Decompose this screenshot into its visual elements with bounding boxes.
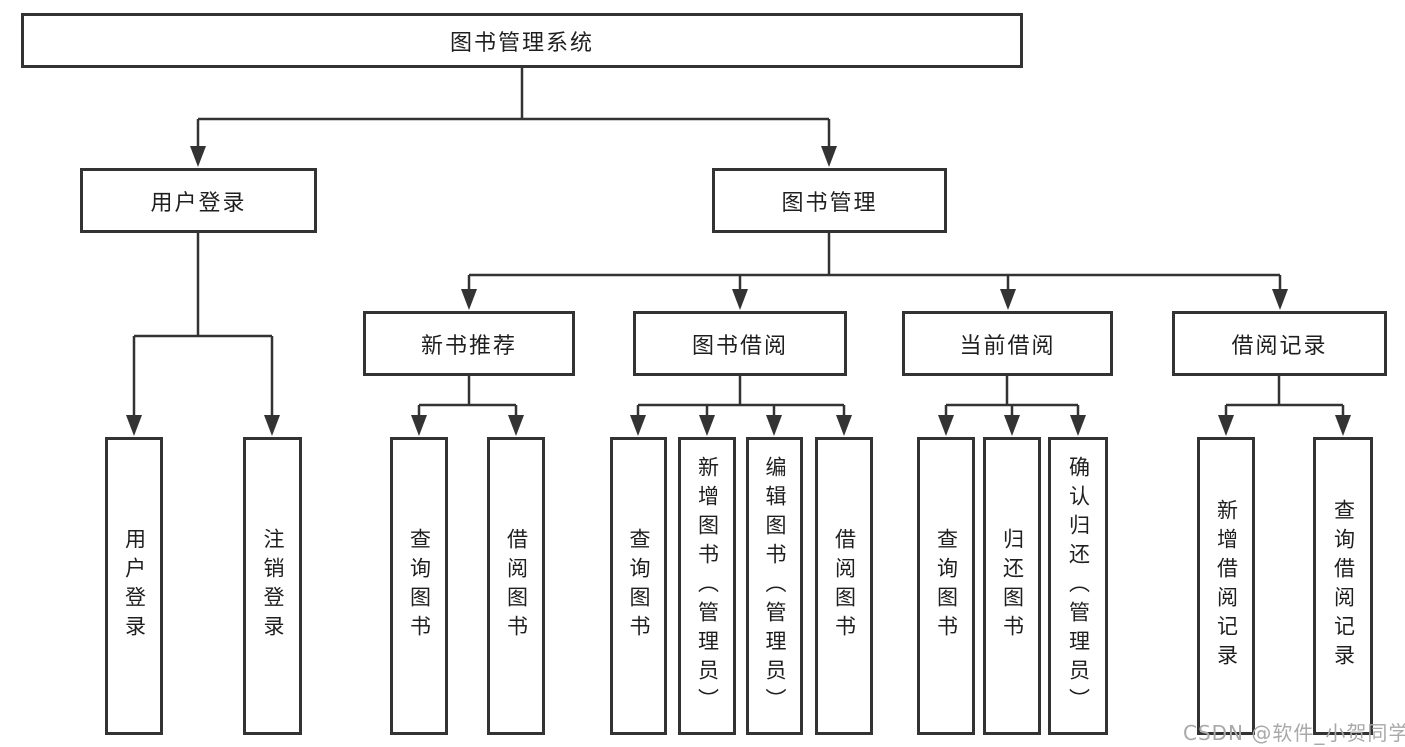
node-label: 查询图书 <box>934 528 959 644</box>
node-label: 归还图书 <box>1000 528 1025 644</box>
node-label: 借阅图书 <box>832 528 857 644</box>
node-return-books: 归还图书 <box>983 437 1041 735</box>
node-confirm-return-admin: 确认归还（管理员） <box>1048 437 1108 735</box>
node-add-books-admin: 新增图书（管理员） <box>678 437 736 735</box>
node-add-borrow-record: 新增借阅记录 <box>1197 437 1255 735</box>
node-query-borrow-record: 查询借阅记录 <box>1313 437 1373 735</box>
node-label: 查询借阅记录 <box>1331 499 1356 673</box>
node-edit-books-admin: 编辑图书（管理员） <box>746 437 803 735</box>
connector-current-to-children <box>944 376 1080 419</box>
node-borrow-records: 借阅记录 <box>1172 311 1387 376</box>
node-label: 新增图书（管理员） <box>695 455 720 717</box>
node-label: 新增借阅记录 <box>1214 499 1239 673</box>
node-borrow-books-leaf: 借阅图书 <box>815 437 873 735</box>
connector-records-to-children <box>1224 376 1345 419</box>
csdn-watermark: CSDN @软件_小贺同学 <box>1183 721 1405 745</box>
node-book-borrow: 图书借阅 <box>633 311 847 376</box>
node-borrow-books-recommend: 借阅图书 <box>487 437 545 735</box>
node-root: 图书管理系统 <box>21 13 1023 68</box>
arrowheads <box>126 146 1351 436</box>
connector-recommend-to-children <box>417 376 518 419</box>
connector-bookmgmt-to-level3 <box>467 233 1282 293</box>
node-label: 编辑图书（管理员） <box>763 455 788 717</box>
connector-root-to-level2 <box>196 68 831 150</box>
node-label: 查询图书 <box>407 528 432 644</box>
node-book-management: 图书管理 <box>712 168 947 233</box>
node-query-books-recommend: 查询图书 <box>390 437 448 735</box>
node-label: 确认归还（管理员） <box>1066 455 1091 717</box>
node-query-books-current: 查询图书 <box>917 437 975 735</box>
node-label: 借阅图书 <box>504 528 529 644</box>
node-user-login-leaf: 用户登录 <box>105 437 163 735</box>
node-current-borrow: 当前借阅 <box>902 311 1113 376</box>
node-label: 注销登录 <box>261 528 286 644</box>
connector-userlogin-to-children <box>132 233 274 419</box>
node-new-book-recommend: 新书推荐 <box>363 311 575 376</box>
node-user-login: 用户登录 <box>80 168 317 233</box>
node-logout-leaf: 注销登录 <box>243 437 302 735</box>
node-label: 查询图书 <box>627 528 652 644</box>
node-label: 用户登录 <box>122 528 147 644</box>
connector-borrow-to-children <box>636 376 846 419</box>
node-query-books-borrow: 查询图书 <box>610 437 667 735</box>
